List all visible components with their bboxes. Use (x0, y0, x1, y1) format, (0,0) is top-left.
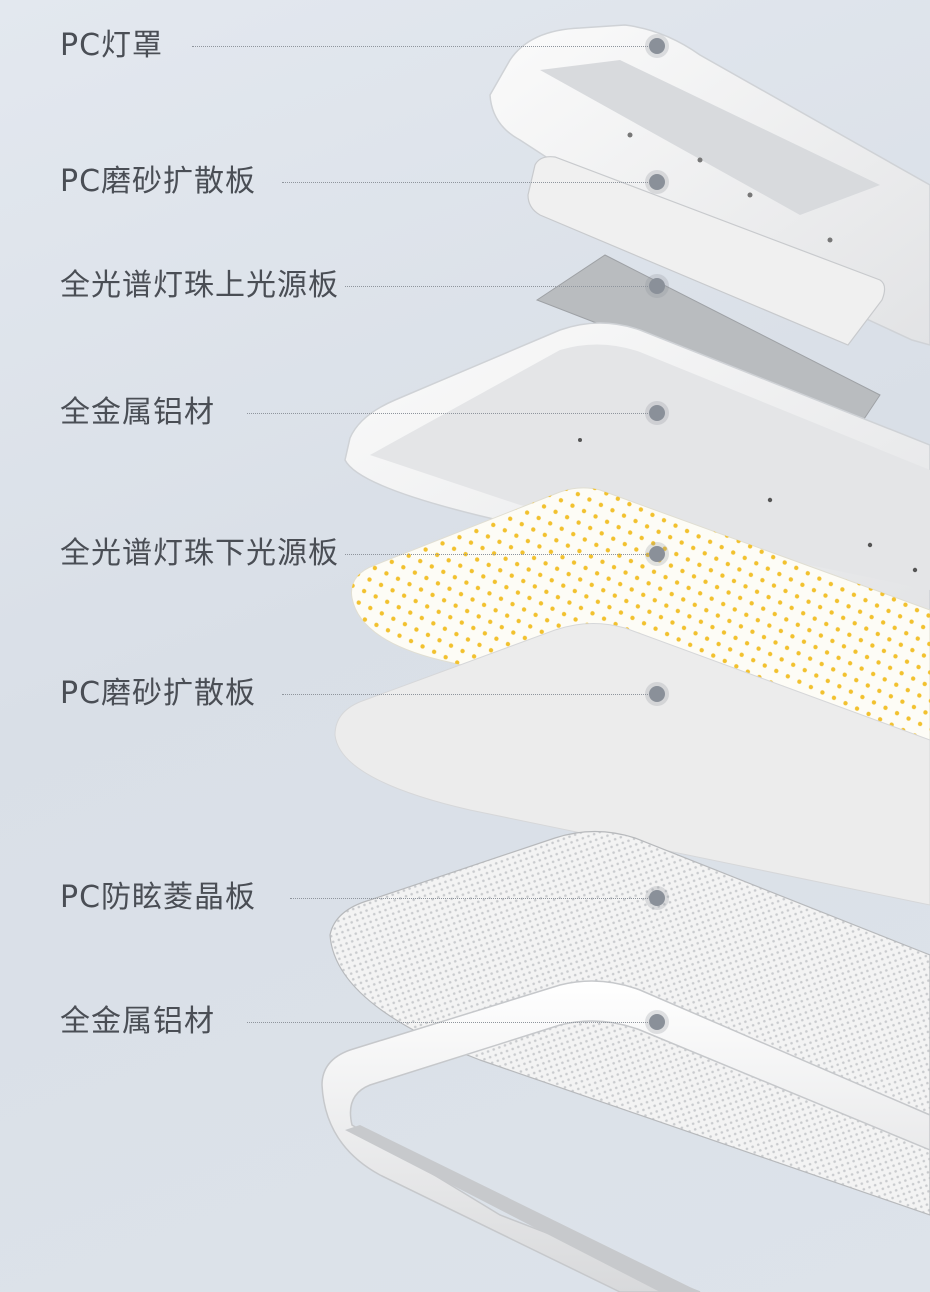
aluminium-bottom-frame (321, 980, 930, 1292)
layer-label-aluminium-tray: 全金属铝材 (60, 395, 215, 430)
layer-label-led-board-upper: 全光谱灯珠上光源板 (60, 268, 339, 303)
layer-label-pc-frosted-diffuser-upper: PC磨砂扩散板 (60, 164, 257, 199)
leader-line (282, 182, 650, 183)
layer-label-pc-anti-glare-prism: PC防眩菱晶板 (60, 880, 257, 915)
leader-line (290, 898, 650, 899)
pc-frosted-diffuser-upper (527, 156, 886, 346)
layer-label-led-board-lower: 全光谱灯珠下光源板 (60, 536, 339, 571)
leader-line (345, 286, 650, 287)
anchor-dot (649, 890, 665, 906)
leader-line (282, 694, 650, 695)
layer-label-pc-lamp-shade: PC灯罩 (60, 28, 164, 63)
leader-line (345, 554, 650, 555)
anchor-dot (649, 405, 665, 421)
leader-line (247, 413, 650, 414)
anchor-dot (649, 278, 665, 294)
anchor-dot (649, 1014, 665, 1030)
pc-frosted-diffuser-lower (334, 622, 930, 906)
anchor-dot (649, 686, 665, 702)
layer-label-pc-frosted-diffuser-lower: PC磨砂扩散板 (60, 676, 257, 711)
anchor-dot (649, 546, 665, 562)
anchor-dot (649, 38, 665, 54)
layer-label-aluminium-frame: 全金属铝材 (60, 1004, 215, 1039)
leader-line (192, 46, 650, 47)
anchor-dot (649, 174, 665, 190)
leader-line (247, 1022, 650, 1023)
